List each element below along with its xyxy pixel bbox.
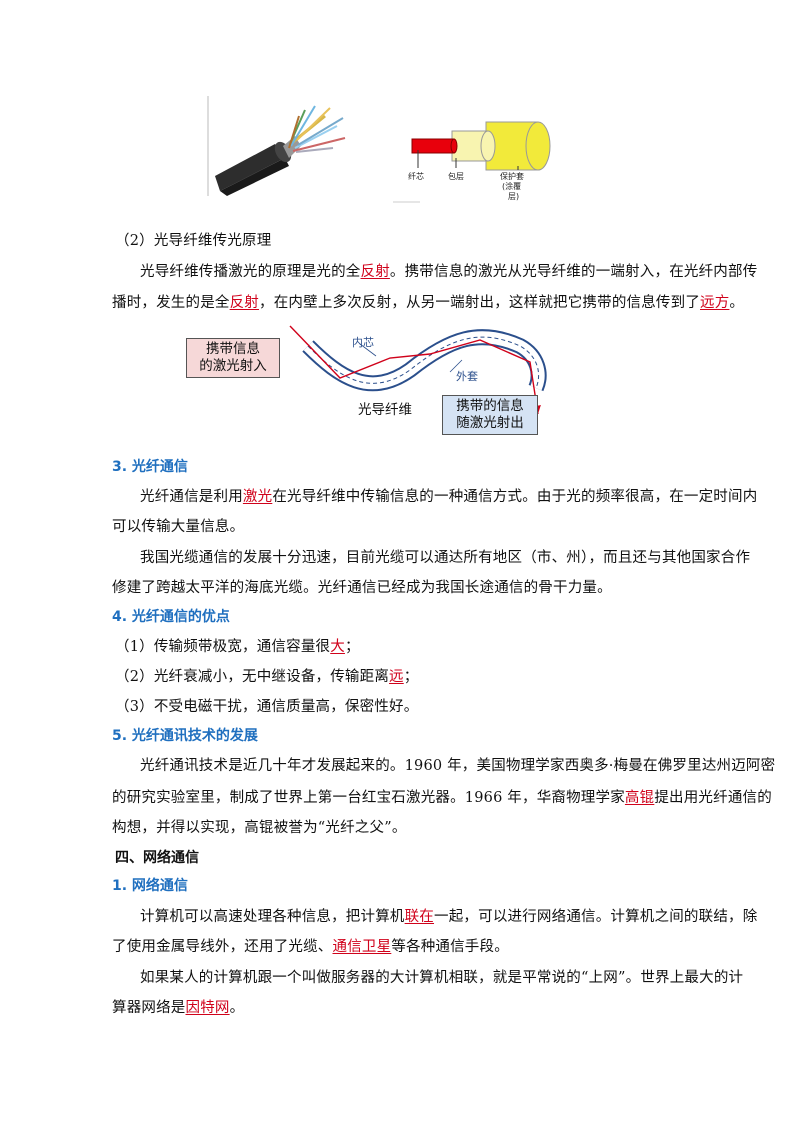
jacket-label-3: 层) bbox=[508, 192, 520, 201]
section3-p2-line2: 修建了跨越太平洋的海底光缆。光纤通信已经成为我国长途通信的骨干力量。 bbox=[112, 580, 612, 596]
output-box-line2: 随激光射出 bbox=[456, 415, 524, 431]
network-p1-line1: 计算机可以高速处理各种信息，把计算机联在一起，可以进行网络通信。计算机之间的联结… bbox=[140, 909, 758, 925]
part4-heading: 四、网络通信 bbox=[115, 850, 199, 866]
answer-gao-kun: 高锟 bbox=[624, 790, 655, 806]
section3-heading: 3. 光纤通信 bbox=[112, 459, 188, 475]
answer-internet: 因特网 bbox=[185, 1000, 230, 1016]
fiber-transmission-diagram bbox=[289, 325, 547, 415]
answer-connect: 联在 bbox=[404, 909, 435, 925]
answer-reflection-2: 反射 bbox=[229, 295, 260, 311]
network-p2-line2: 算器网络是因特网。 bbox=[112, 1000, 245, 1016]
section5-heading: 5. 光纤通讯技术的发展 bbox=[112, 728, 258, 744]
output-box-line1: 携带的信息 bbox=[456, 398, 524, 414]
fiber-label: 光导纤维 bbox=[358, 402, 412, 418]
section2-para-line1: 光导纤维传播激光的原理是光的全反射。携带信息的激光从光导纤维的一端射入，在光纤内… bbox=[140, 264, 758, 280]
fiber-layers-diagram bbox=[393, 121, 551, 203]
network-p1-line2: 了使用金属导线外，还用了光缆、通信卫星等各种通信手段。 bbox=[112, 939, 509, 955]
jacket-label: 保护套 bbox=[500, 172, 524, 181]
answer-large: 大 bbox=[330, 639, 345, 655]
section2-heading: （2）光导纤维传光原理 bbox=[115, 233, 272, 249]
section5-line1: 光纤通讯技术是近几十年才发展起来的。1960 年，美国物理学家西奥多·梅曼在佛罗… bbox=[140, 758, 776, 774]
input-box-line1: 携带信息 bbox=[206, 341, 260, 357]
core-label: 纤芯 bbox=[408, 172, 424, 181]
input-laser-box: 携带信息 的激光射入 bbox=[186, 338, 280, 378]
answer-reflection-1: 反射 bbox=[360, 264, 390, 280]
answer-distance: 远 bbox=[389, 669, 404, 685]
section3-p2-line1: 我国光缆通信的发展十分迅速，目前光缆可以通达所有地区（市、州），而且还与其他国家… bbox=[140, 550, 751, 566]
advantage-item-1: （1）传输频带极宽，通信容量很大； bbox=[115, 639, 360, 655]
section3-p1-line1: 光纤通信是利用激光在光导纤维中传输信息的一种通信方式。由于光的频率很高，在一定时… bbox=[140, 489, 758, 505]
input-box-line2: 的激光射入 bbox=[199, 358, 267, 374]
answer-far: 远方 bbox=[700, 295, 730, 311]
network-p2-line1: 如果某人的计算机跟一个叫做服务器的大计算机相联，就是平常说的“上网”。世界上最大… bbox=[140, 970, 744, 986]
jacket-label-2: (涂覆 bbox=[502, 182, 522, 191]
advantage-item-3: （3）不受电磁干扰，通信质量高，保密性好。 bbox=[115, 699, 419, 715]
inner-core-label: 内芯 bbox=[352, 336, 374, 349]
fiber-optic-cable-photo bbox=[207, 96, 346, 196]
output-laser-box: 携带的信息 随激光射出 bbox=[442, 395, 538, 435]
section2-para-line2: 播时，发生的是全反射，在内壁上多次反射，从另一端射出，这样就把它携带的信息传到了… bbox=[112, 295, 745, 311]
section4-heading: 4. 光纤通信的优点 bbox=[112, 609, 230, 625]
answer-satellite: 通信卫星 bbox=[332, 939, 392, 955]
section5-line3: 构想，并得以实现，高锟被誉为“光纤之父”。 bbox=[112, 820, 407, 836]
advantage-item-2: （2）光纤衰减小，无中继设备，传输距离远； bbox=[115, 669, 419, 685]
network-sub-heading: 1. 网络通信 bbox=[112, 878, 188, 894]
section3-p1-line2: 可以传输大量信息。 bbox=[112, 519, 245, 535]
outer-sheath-label: 外套 bbox=[456, 370, 478, 383]
answer-laser: 激光 bbox=[242, 489, 273, 505]
cladding-label: 包层 bbox=[448, 172, 464, 181]
section5-line2: 的研究实验室里，制成了世界上第一台红宝石激光器。1966 年，华裔物理学家高锟提… bbox=[112, 790, 772, 806]
